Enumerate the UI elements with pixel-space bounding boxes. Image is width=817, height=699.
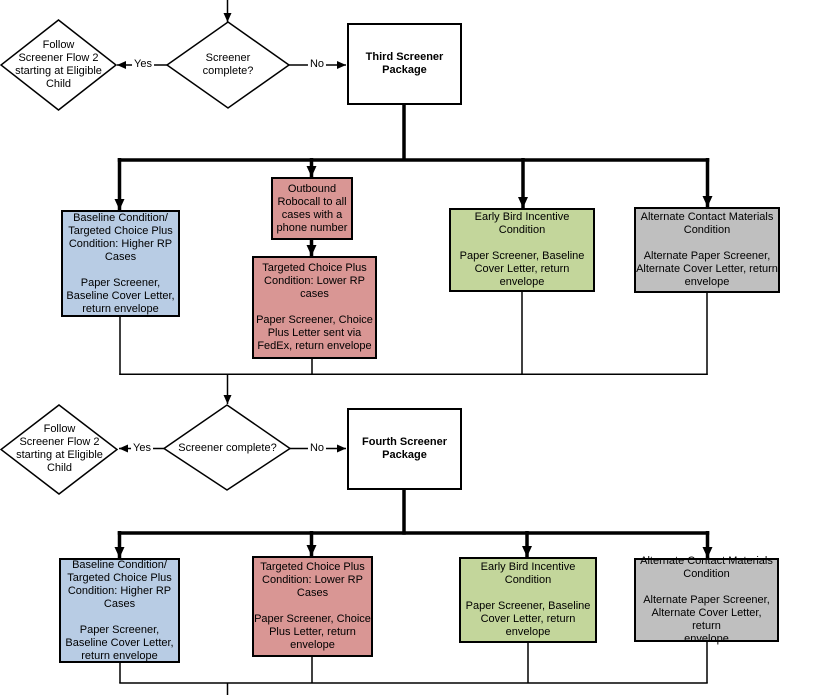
third-screener-package-box: Third Screener Package <box>347 23 462 105</box>
robocall-box: Outbound Robocall to all cases with a ph… <box>271 177 353 240</box>
early-bird-box-1: Early Bird Incentive Condition Paper Scr… <box>449 208 595 292</box>
no-label-1: No <box>307 58 327 70</box>
fallback-diamond-2-label: Follow Screener Flow 2 starting at Eligi… <box>16 423 103 474</box>
decision-diamond-2 <box>162 404 292 491</box>
fourth-screener-package-box: Fourth Screener Package <box>347 408 462 490</box>
baseline-condition-box-1: Baseline Condition/ Targeted Choice Plus… <box>61 210 180 317</box>
decision-diamond-2-label: Screener complete? <box>178 441 277 454</box>
fallback-diamond-2 <box>0 404 119 495</box>
alternate-materials-box-2: Alternate Contact Materials Condition Al… <box>634 555 779 645</box>
early-bird-box-2: Early Bird Incentive Condition Paper Scr… <box>459 557 597 643</box>
decision-diamond-1-label: Screener complete? <box>202 52 254 77</box>
yes-label-2: Yes <box>131 442 153 454</box>
no-label-2: No <box>307 442 327 454</box>
decision-diamond-1 <box>165 21 291 109</box>
baseline-condition-box-2: Baseline Condition/ Targeted Choice Plus… <box>59 558 180 663</box>
yes-label-1: Yes <box>132 58 154 70</box>
alternate-materials-box-1: Alternate Contact Materials Condition Al… <box>634 207 780 293</box>
fallback-diamond-1-label: Follow Screener Flow 2 starting at Eligi… <box>15 39 102 90</box>
fallback-diamond-1 <box>0 19 118 111</box>
targeted-choice-box-2: Targeted Choice Plus Condition: Lower RP… <box>252 556 373 657</box>
targeted-choice-box-1: Targeted Choice Plus Condition: Lower RP… <box>252 256 377 359</box>
